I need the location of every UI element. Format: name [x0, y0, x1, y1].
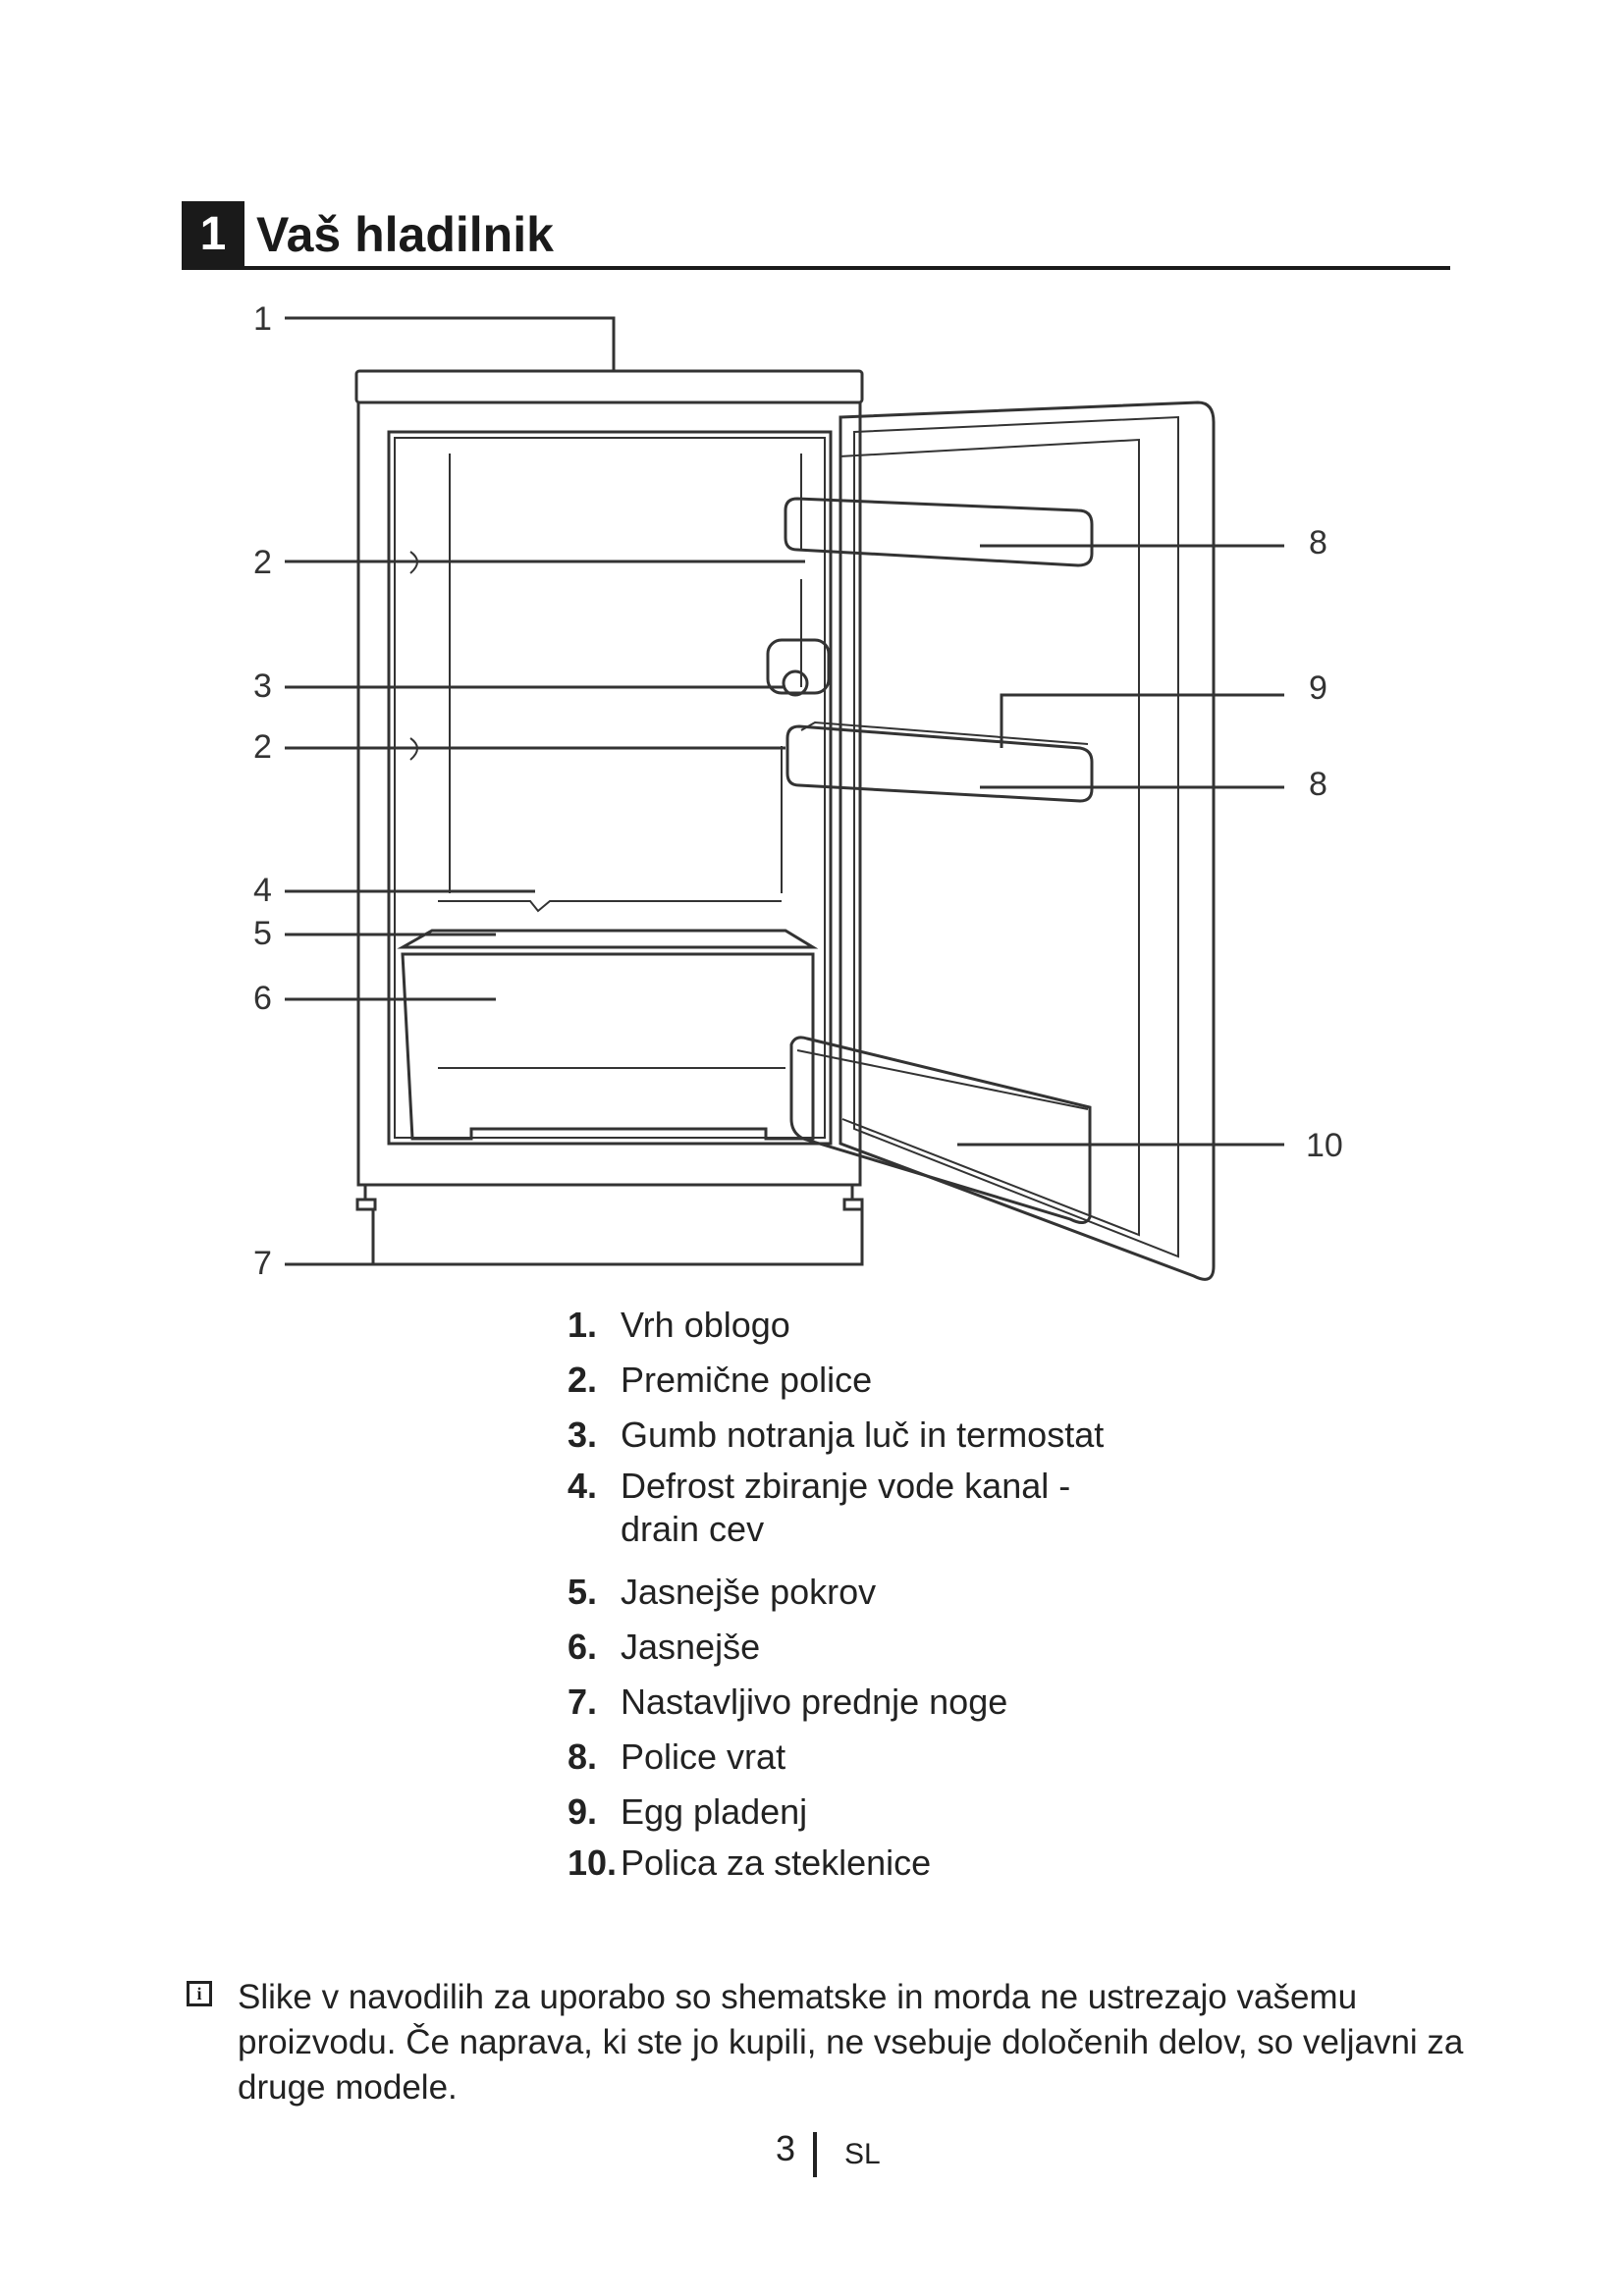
legend-item: 8.Police vrat [568, 1736, 786, 1777]
legend-item: 4.Defrost zbiranje vode kanal -drain cev [568, 1466, 1071, 1549]
page-footer: 3 SL [0, 2128, 1624, 2187]
door-outer [839, 400, 1216, 1281]
section-number: 1 [182, 201, 244, 268]
section-header: 1 Vaš hladilnik [182, 201, 1450, 270]
section-rule [182, 266, 1450, 270]
door-shelf-upper [784, 497, 1094, 567]
callout-9: 9 [1309, 669, 1327, 707]
refrigerator-diagram: 1 2 3 2 4 5 6 7 8 9 8 10 [253, 300, 1343, 1282]
cabinet-inner [387, 430, 833, 1146]
top-cover [354, 369, 864, 404]
callout-8a: 8 [1309, 524, 1327, 561]
legend-item: 9.Egg pladenj [568, 1791, 808, 1832]
callout-1: 1 [253, 300, 272, 338]
language-code: SL [844, 2138, 881, 2170]
drain-channel [438, 900, 782, 913]
section-title: Vaš hladilnik [256, 207, 554, 262]
callout-10: 10 [1306, 1127, 1343, 1164]
legend-item: 7.Nastavljivo prednje noge [568, 1682, 1008, 1722]
leader-7 [285, 1209, 864, 1266]
callout-5: 5 [253, 915, 272, 952]
callout-2a: 2 [253, 544, 272, 581]
callout-3: 3 [253, 667, 272, 705]
legend-item: 6.Jasnejše [568, 1627, 761, 1667]
crisper-drawer [401, 952, 815, 1141]
legend-item: 2.Premične police [568, 1360, 873, 1400]
info-icon: i [187, 1981, 212, 2006]
thermostat-knob [766, 638, 831, 695]
legend-item: 10.Polica za steklenice [568, 1842, 932, 1883]
callout-2b: 2 [253, 728, 272, 766]
crisper-cover [397, 929, 819, 949]
bottle-shelf [789, 1036, 1092, 1224]
callout-6: 6 [253, 980, 272, 1017]
note-text: Slike v navodilih za uporabo so shematsk… [238, 1978, 1464, 2107]
callout-4: 4 [253, 872, 272, 909]
page-number: 3 [776, 2128, 796, 2168]
legend-item: 5.Jasnejše pokrov [568, 1572, 877, 1612]
callout-8b: 8 [1309, 766, 1327, 803]
cabinet-body [356, 400, 862, 1187]
legend-item: 3.Gumb notranja luč in termostat [568, 1415, 1105, 1455]
footer-divider [813, 2132, 817, 2177]
leader-9 [1000, 693, 1284, 748]
door-shelf-middle [785, 724, 1094, 803]
egg-tray [800, 721, 1089, 745]
callout-7: 7 [253, 1245, 272, 1282]
leader-1 [285, 316, 616, 371]
legend-item: 1.Vrh oblogo [568, 1305, 790, 1345]
